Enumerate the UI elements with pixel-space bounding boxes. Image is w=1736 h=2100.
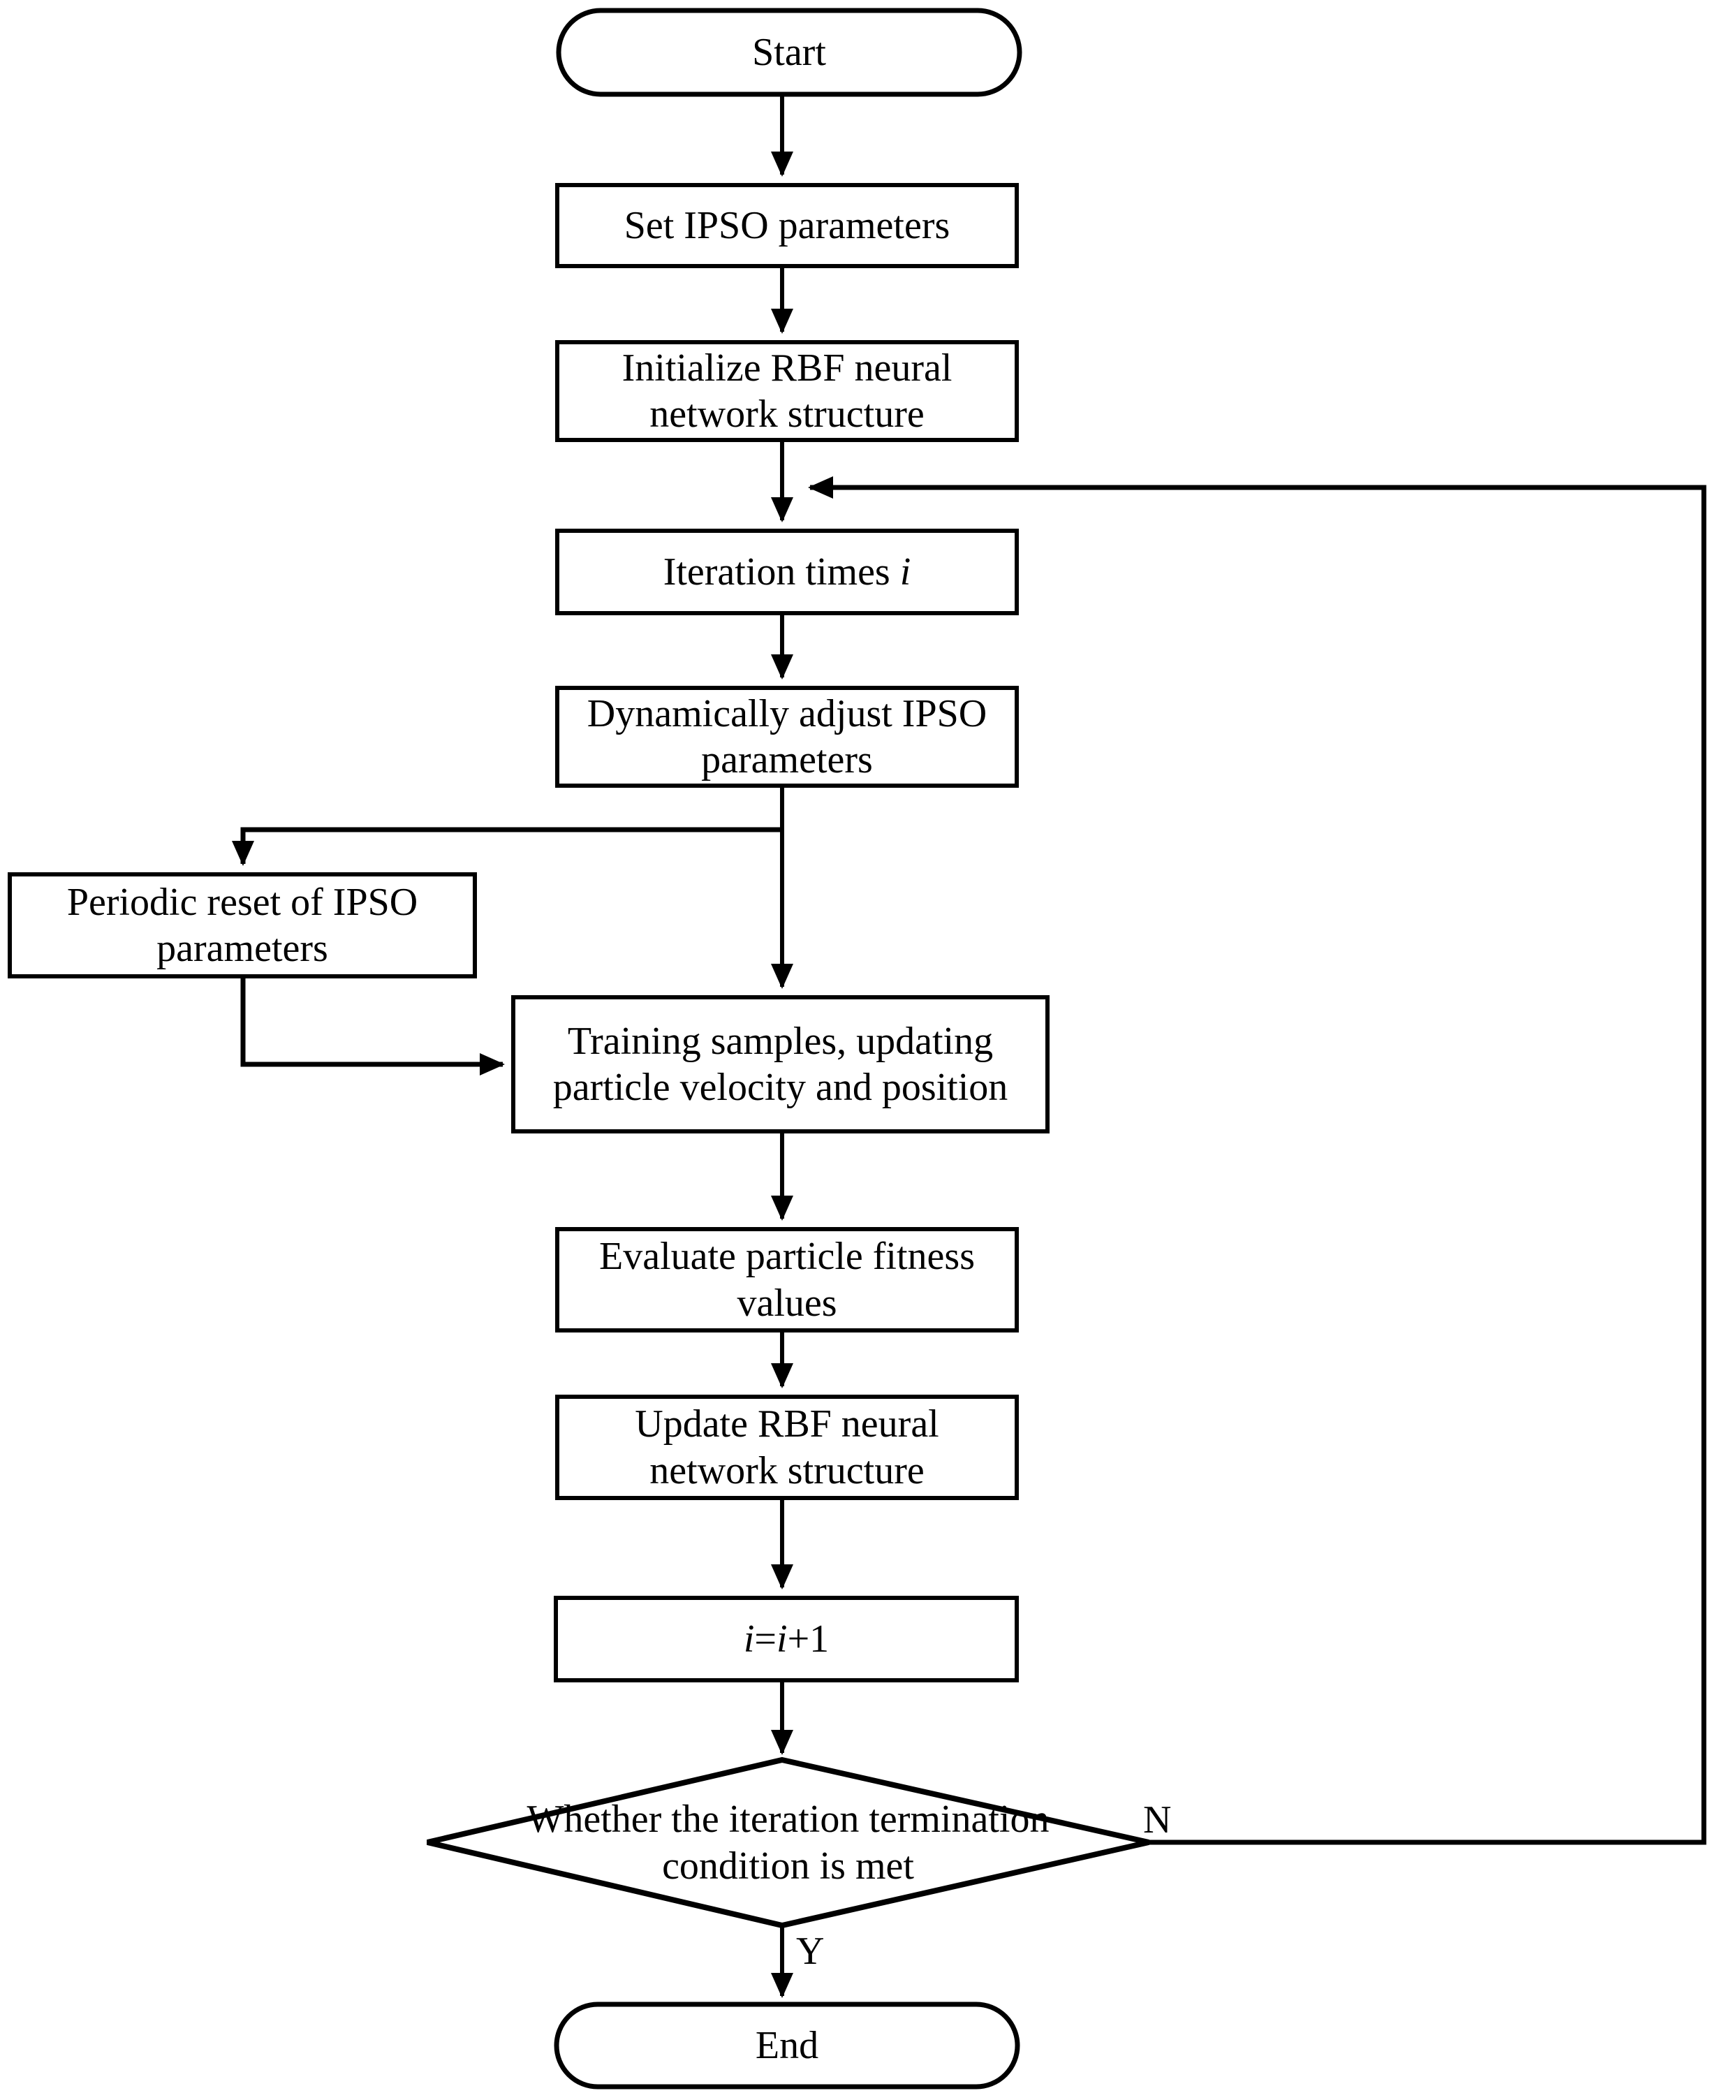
node-iteration-times-shape — [555, 529, 1019, 615]
node-update-rbf-shape — [555, 1395, 1019, 1500]
edge-decision-no-return — [808, 476, 1707, 1845]
node-training-shape — [511, 995, 1050, 1133]
node-decision-shape — [427, 1756, 1149, 1929]
edge-periodic-reset-to-training — [240, 976, 505, 1075]
node-set-params-shape — [555, 183, 1019, 268]
edge-label-no: N — [1143, 1800, 1171, 1840]
edge-label-no-text: N — [1143, 1798, 1172, 1842]
edge-label-yes: Y — [796, 1932, 824, 1971]
edge-dynamic-adjust-to-periodic-reset — [232, 827, 782, 866]
node-evaluate-shape — [555, 1227, 1019, 1332]
node-start-shape — [556, 8, 1022, 97]
node-init-rbf-shape — [555, 340, 1019, 442]
node-end-shape — [554, 2002, 1020, 2090]
node-dynamic-adjust-shape — [555, 686, 1019, 788]
edge-label-yes-text: Y — [796, 1930, 825, 1973]
node-increment-shape — [554, 1596, 1019, 1682]
node-periodic-reset-shape — [8, 872, 477, 978]
